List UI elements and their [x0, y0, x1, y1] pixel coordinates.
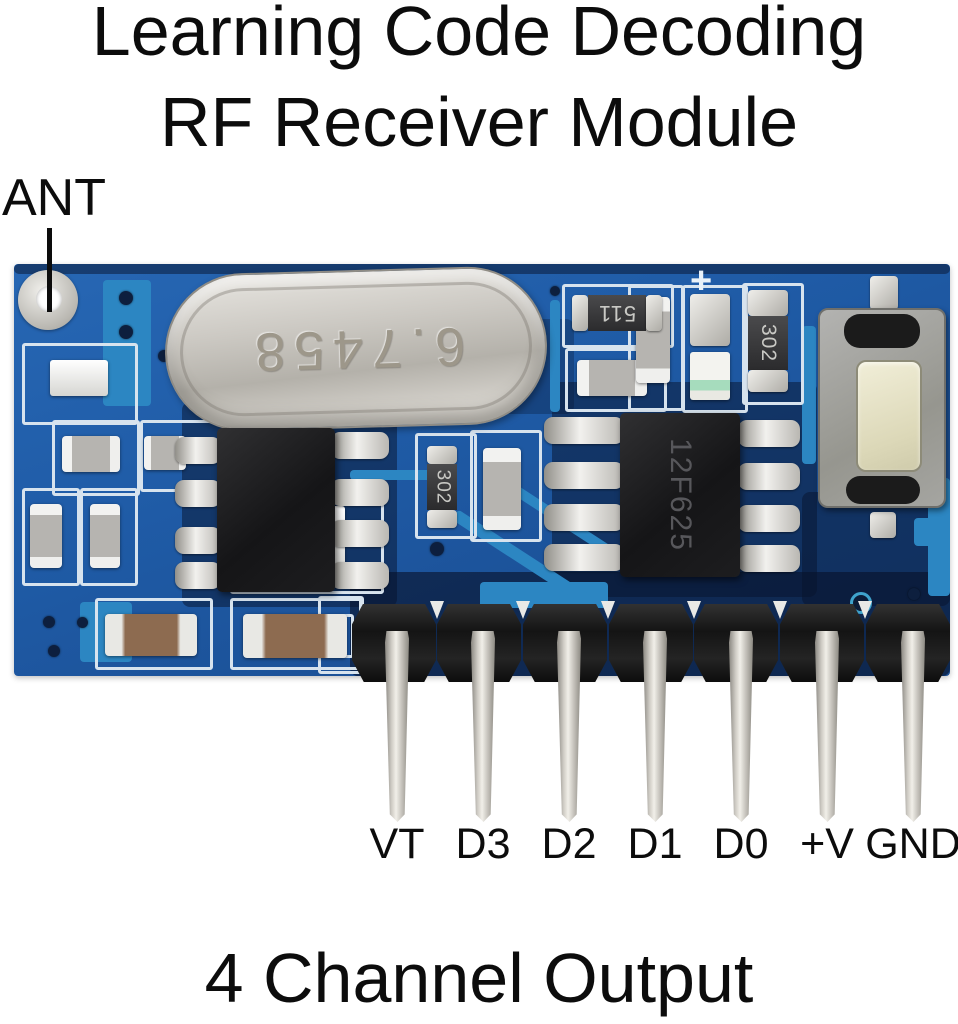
header-pin-d3: [471, 631, 495, 822]
silkscreen-box: [80, 488, 138, 586]
ic-pin: [175, 562, 221, 589]
pcb-board: 511 302 302 + 6.7458: [14, 264, 950, 676]
resistor-302-marking: 302: [432, 469, 454, 505]
ic-pin: [331, 432, 389, 459]
smd-capacitor-brown: [243, 614, 347, 658]
smd-resistor-302-right: 302: [748, 316, 788, 370]
pin-label-d1: D1: [627, 820, 683, 868]
ant-label: ANT: [2, 169, 106, 227]
plus-silkscreen-mark: +: [690, 264, 713, 302]
silkscreen-box: [415, 433, 477, 539]
ic-pin: [175, 437, 221, 464]
smd-capacitor: [30, 504, 62, 568]
resistor-302-marking: 302: [756, 323, 780, 363]
resistor-end: [646, 295, 662, 331]
decoder-ic: 12F625: [620, 413, 740, 577]
decoder-ic-marking: 12F625: [664, 438, 697, 552]
learn-button-actuator: [856, 360, 922, 472]
ic-pin: [331, 520, 389, 547]
silkscreen-box: [562, 284, 674, 348]
ic-pin: [544, 544, 624, 571]
ic-pin: [175, 480, 221, 507]
resistor-end: [427, 446, 457, 464]
pin-label-plusv: +V: [800, 820, 854, 868]
resistor-end: [748, 370, 788, 392]
smd-capacitor: [62, 436, 120, 472]
bottom-caption: 4 Channel Output: [204, 939, 754, 1017]
smd-resistor-302-center: 302: [427, 464, 457, 510]
pin-label-gnd: GND: [865, 820, 958, 868]
led-indicator: [690, 352, 730, 400]
smd-capacitor: [50, 360, 108, 396]
ic-pin: [544, 417, 624, 444]
ic-pin: [175, 527, 221, 554]
ic-pin: [544, 462, 624, 489]
pin-label-d3: D3: [455, 820, 511, 868]
ic-pin: [738, 420, 800, 447]
smd-capacitor: [90, 504, 120, 568]
header-pin-gnd: [901, 631, 925, 822]
smd-capacitor: [483, 448, 521, 530]
rf-ic: [217, 428, 335, 592]
crystal-oscillator: 6.7458: [162, 264, 550, 434]
smd-capacitor-brown: [105, 614, 197, 656]
via-hole: [908, 588, 920, 600]
pin-label-d2: D2: [541, 820, 597, 868]
page-title: Learning Code Decoding RF Receiver Modul…: [0, 0, 958, 168]
via-hole: [550, 286, 560, 296]
ant-pointer-line: [47, 228, 52, 312]
solder-pad: [690, 294, 730, 346]
header-pin-d0: [729, 631, 753, 822]
resistor-end: [572, 295, 588, 331]
header-pin-d1: [643, 631, 667, 822]
solder-pad: [870, 512, 896, 538]
resistor-511-marking: 511: [597, 301, 637, 326]
pin-label-vt: VT: [369, 820, 425, 868]
smd-capacitor: [577, 360, 647, 396]
via-hole: [119, 325, 133, 339]
solder-pad: [870, 276, 898, 310]
learn-button-contact: [844, 314, 920, 348]
via-hole: [119, 291, 133, 305]
via-hole: [43, 616, 55, 628]
pcb-trace-patch: [802, 326, 816, 464]
silkscreen-box: [95, 598, 213, 670]
silkscreen-box: [22, 343, 138, 425]
title-line1: Learning Code Decoding: [91, 0, 867, 70]
via-hole: [430, 542, 444, 556]
header-pin-vt: [385, 631, 409, 822]
pcb-trace: [350, 470, 446, 480]
smd-resistor-511: 511: [588, 295, 646, 331]
pcb-trace: [550, 300, 560, 412]
ic-pin: [738, 463, 800, 490]
silkscreen-box: [682, 285, 748, 413]
crystal-marking: 6.7458: [245, 315, 467, 383]
resistor-end: [427, 510, 457, 528]
silkscreen-box: [22, 488, 80, 586]
ic-pin: [738, 505, 800, 532]
ic-pin: [544, 504, 624, 531]
silkscreen-box: [470, 430, 542, 542]
learn-button-contact: [846, 476, 920, 504]
via-hole: [77, 617, 88, 628]
header-pin-plusv: [815, 631, 839, 822]
silkscreen-box: [52, 420, 140, 496]
ic-pin: [331, 479, 389, 506]
pin-label-d0: D0: [713, 820, 769, 868]
ic-pin: [331, 562, 389, 589]
header-pin-d2: [557, 631, 581, 822]
ic-pin: [738, 545, 800, 572]
via-hole: [48, 645, 60, 657]
silkscreen-box: [742, 283, 804, 405]
title-line2: RF Receiver Module: [160, 83, 798, 161]
resistor-end: [748, 290, 788, 316]
